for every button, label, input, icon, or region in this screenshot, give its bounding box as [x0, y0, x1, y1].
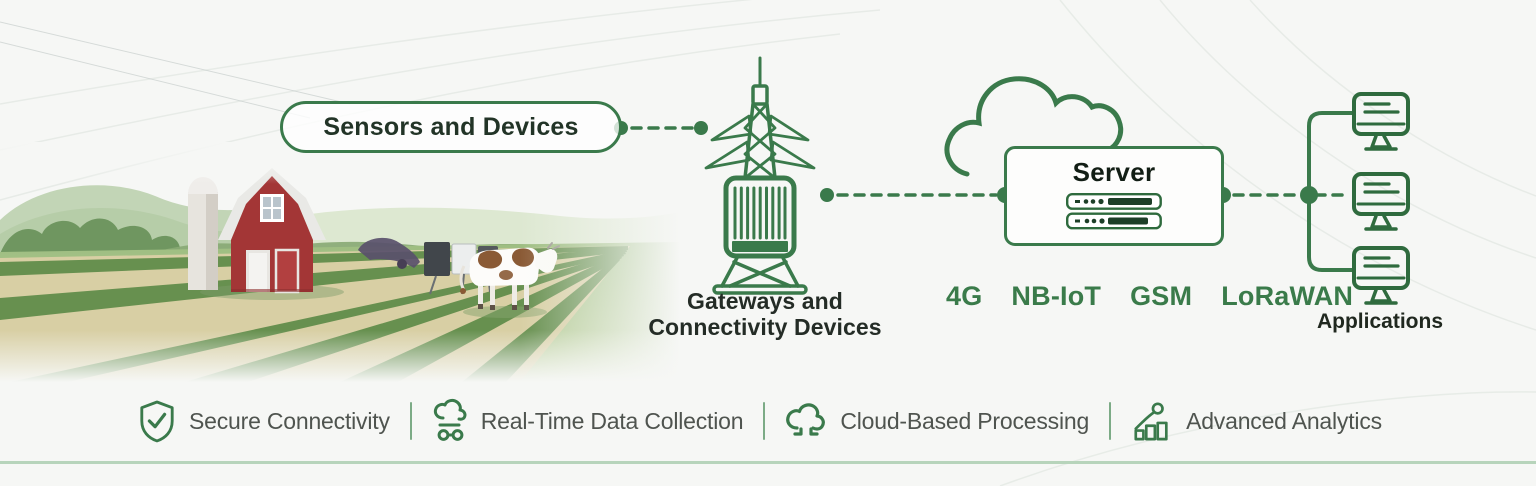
- protocol-lorawan: LoRaWAN: [1221, 281, 1354, 311]
- applications-node-label: Applications: [1316, 310, 1443, 333]
- analytics-chart-icon: [1134, 402, 1168, 441]
- gateways-node-label: Gateways and Connectivity Devices: [620, 288, 910, 340]
- server-node-label: Server: [1072, 157, 1156, 187]
- server-rack-icon: [1066, 193, 1162, 230]
- feature-label: Secure Connectivity: [189, 407, 390, 434]
- gateways-label-line1: Gateways and: [687, 288, 843, 314]
- protocol-nbiot: NB-IoT: [1011, 281, 1102, 311]
- feature-label: Cloud-Based Processing: [840, 407, 1090, 434]
- feature-strip: Secure Connectivity Real-Time Data Colle…: [138, 397, 1428, 445]
- monitor-icon: [1352, 246, 1410, 305]
- feature-divider: [1109, 402, 1112, 440]
- monitor-icon: [1352, 172, 1410, 231]
- protocol-4g: 4G: [946, 281, 983, 311]
- protocol-gsm: GSM: [1130, 281, 1193, 311]
- sensors-node-label: Sensors and Devices: [323, 112, 579, 141]
- protocols-row: 4G NB-IoT GSM LoRaWAN: [946, 281, 1353, 312]
- feature-advanced-analytics: Advanced Analytics: [1131, 400, 1382, 442]
- feature-divider: [763, 402, 766, 440]
- monitor-icon: [1352, 92, 1410, 151]
- feature-divider: [409, 402, 412, 440]
- cloud-sync-icon: [433, 398, 467, 441]
- farm-illustration: [0, 142, 680, 382]
- gateway-tower-icon: [704, 56, 816, 295]
- shield-check-icon: [140, 400, 174, 443]
- sensors-node: Sensors and Devices: [280, 101, 622, 153]
- bottom-accent-line: [0, 461, 1536, 464]
- feature-realtime-data: Real-Time Data Collection: [432, 398, 744, 444]
- gateways-label-line2: Connectivity Devices: [648, 314, 882, 340]
- cloud-processing-icon: [786, 403, 826, 436]
- feature-label: Advanced Analytics: [1186, 407, 1382, 434]
- server-node: Server: [1004, 146, 1224, 246]
- feature-cloud-processing: Cloud-Based Processing: [785, 401, 1089, 441]
- feature-secure-connectivity: Secure Connectivity: [138, 399, 390, 443]
- feature-label: Real-Time Data Collection: [480, 407, 744, 434]
